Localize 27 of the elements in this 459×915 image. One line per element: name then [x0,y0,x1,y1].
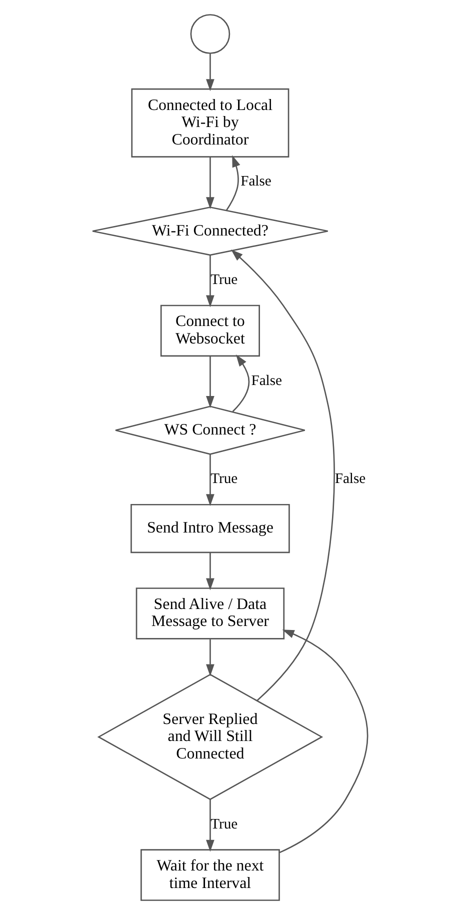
arrow [206,552,214,590]
edge-label: True [210,471,238,488]
node-box: Send Alive / Data Message to Server [135,588,284,640]
arrow [206,800,214,852]
node-diamond: Server Replied and Will Still Connected [96,674,323,800]
arrow [230,250,334,701]
arrow [278,630,368,854]
node-box: Connect to Websocket [160,304,260,357]
edge-label: False [240,174,271,190]
arrow [206,54,214,92]
arrow [206,255,214,308]
node-box: Send Intro Message [130,504,290,554]
arrow [206,454,214,506]
edge-label: False [250,372,282,389]
arrow [232,354,250,412]
node-diamond: WS Connect ? [114,406,305,455]
edge-label: True [210,816,238,832]
arrow [206,639,214,676]
edge-label: False [334,471,366,488]
edge-label: True [210,272,238,288]
arrow [206,356,214,408]
arrow [225,155,240,211]
node-circle [190,14,230,54]
node-box: Wait for the next time Interval [140,849,280,901]
node-box: Connected to Local Wi-Fi by Coordinator [130,88,289,158]
arrow [206,157,214,210]
node-diamond: Wi-Fi Connected? [91,206,328,256]
